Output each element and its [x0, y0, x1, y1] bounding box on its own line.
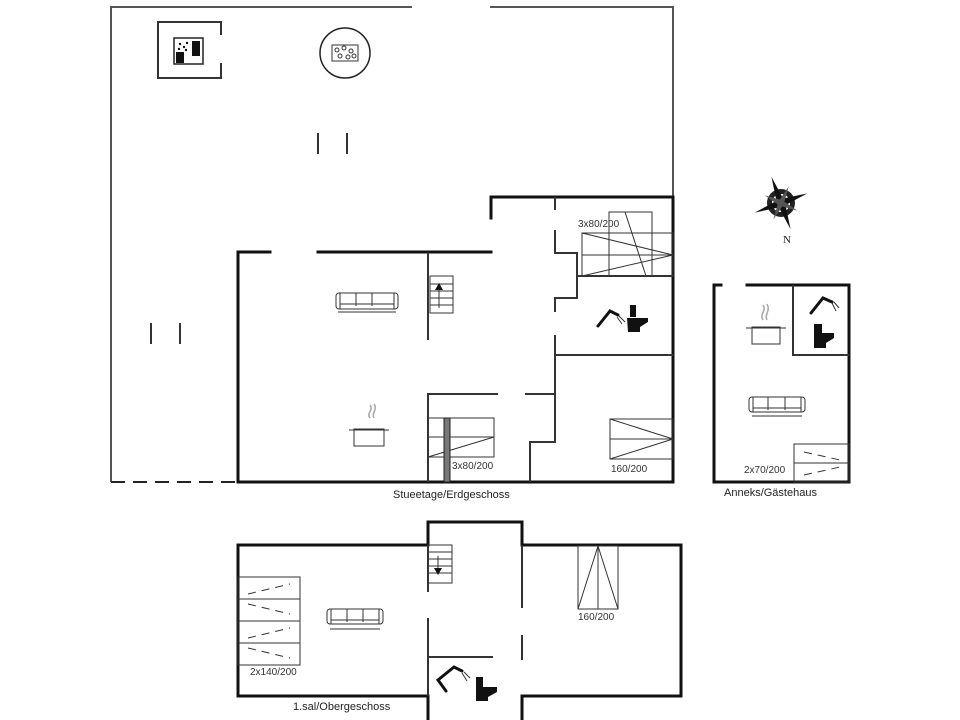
bathroom-ground: [596, 305, 648, 332]
bed-label-3x80-top: 3x80/200: [578, 219, 620, 230]
compass-rose-icon: [754, 176, 808, 230]
terrace-outline: [110, 6, 674, 483]
compass-north-label: N: [783, 234, 791, 246]
bed-label-2x140-upper: 2x140/200: [250, 667, 297, 678]
stairs-icon: [427, 544, 453, 584]
sauna-icon: [173, 37, 204, 65]
floor-label-annex: Anneks/Gästehaus: [724, 487, 817, 499]
bathroom-upper: [435, 665, 497, 701]
toilet-icon: [627, 305, 648, 332]
cooking-pot-icon: [746, 303, 786, 345]
ground-floor: [236, 195, 675, 484]
sofa-icon: [748, 396, 806, 417]
bed-3x80-bottom: [427, 417, 495, 483]
bed-label-3x80-bottom: 3x80/200: [452, 461, 494, 472]
floor-label-ground: Stueetage/Erdgeschoss: [393, 489, 510, 501]
bed-3x80-top: [581, 211, 674, 277]
floor-label-upper: 1.sal/Obergeschoss: [293, 701, 391, 713]
shower-icon: [809, 296, 840, 315]
bed-2x140-upper: [237, 576, 301, 666]
bed-160-ground: [609, 418, 674, 460]
sofa-icon: [335, 292, 399, 313]
annex: [712, 283, 851, 484]
stairs-icon: [429, 275, 454, 314]
toilet-icon: [476, 677, 497, 701]
cooking-pot-icon: [349, 403, 389, 447]
bed-160-upper: [577, 545, 619, 610]
upper-floor: [236, 520, 683, 720]
bed-2x70-annex: [793, 443, 850, 483]
toilet-icon: [814, 324, 834, 348]
bed-label-160-ground: 160/200: [611, 464, 648, 475]
shower-icon: [435, 665, 471, 693]
shower-icon: [596, 309, 626, 328]
spa-icon: [319, 27, 371, 79]
bed-label-2x70-annex: 2x70/200: [744, 465, 786, 476]
sofa-icon: [326, 608, 384, 630]
sauna-room: [157, 21, 222, 79]
bed-label-160-upper: 160/200: [578, 612, 615, 623]
